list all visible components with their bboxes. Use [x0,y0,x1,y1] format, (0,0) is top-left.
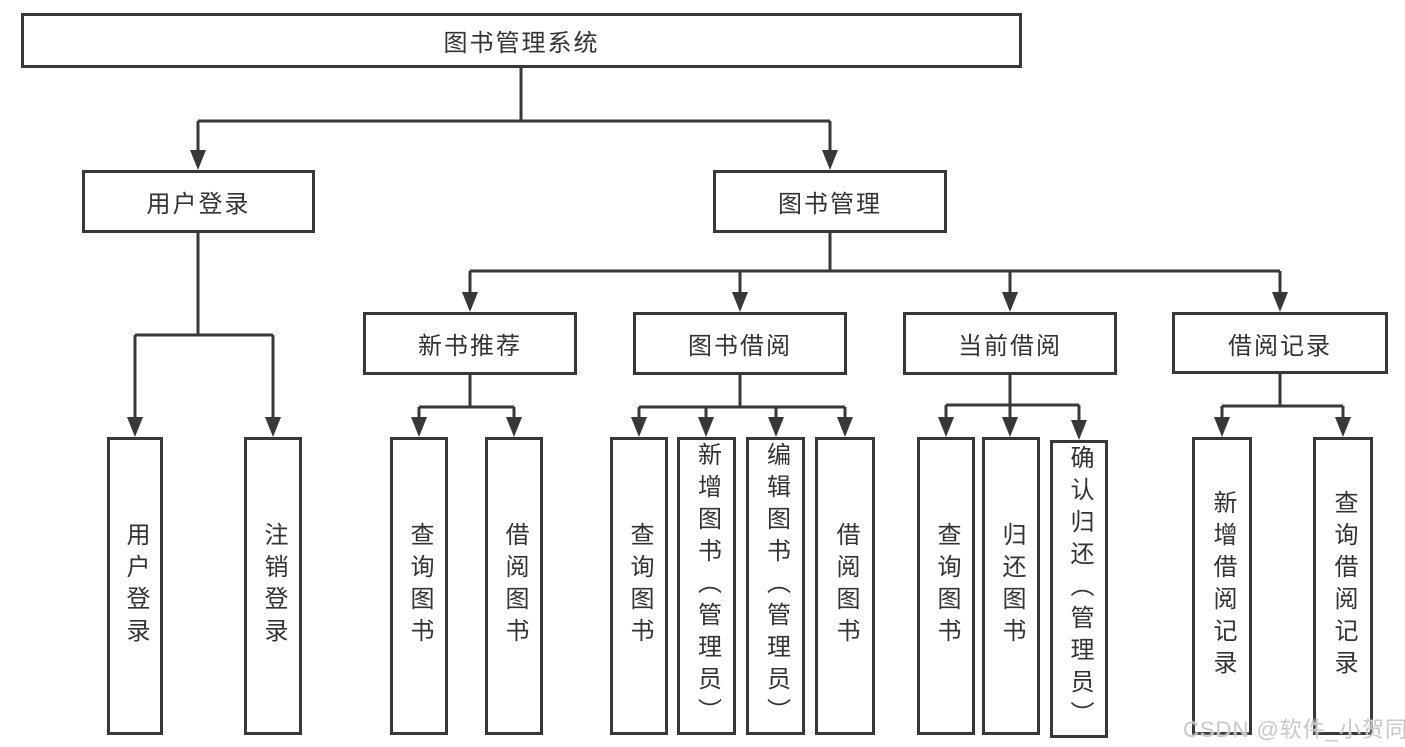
node-new-book-recommend: 新书推荐 [363,312,577,375]
node-library-management-system: 图书管理系统 [21,13,1022,68]
node-borrow-records: 借阅记录 [1172,312,1388,374]
leaf-borrow-books-recommend: 借阅图书 [485,437,543,735]
leaf-query-books-current: 查询图书 [917,437,975,735]
leaf-query-books-recommend: 查询图书 [390,437,448,735]
csdn-watermark: CSDN @软件_小贺同学 [1183,717,1405,742]
leaf-add-books-admin: 新增图书（管理员） [677,437,736,735]
leaf-add-borrow-record: 新增借阅记录 [1192,437,1252,735]
node-book-borrow: 图书借阅 [633,312,847,375]
node-current-borrow: 当前借阅 [903,312,1117,375]
leaf-user-login: 用户登录 [107,437,163,735]
leaf-return-books: 归还图书 [982,437,1040,735]
leaf-query-borrow-record: 查询借阅记录 [1313,437,1373,735]
node-book-management-branch: 图书管理 [713,170,947,233]
leaf-edit-books-admin: 编辑图书（管理员） [746,437,805,735]
node-user-login-branch: 用户登录 [82,170,315,233]
leaf-logout: 注销登录 [244,437,302,735]
leaf-borrow-books: 借阅图书 [815,437,875,735]
leaf-confirm-return-admin: 确认归还（管理员） [1050,440,1108,738]
leaf-query-books-borrow: 查询图书 [610,437,668,735]
